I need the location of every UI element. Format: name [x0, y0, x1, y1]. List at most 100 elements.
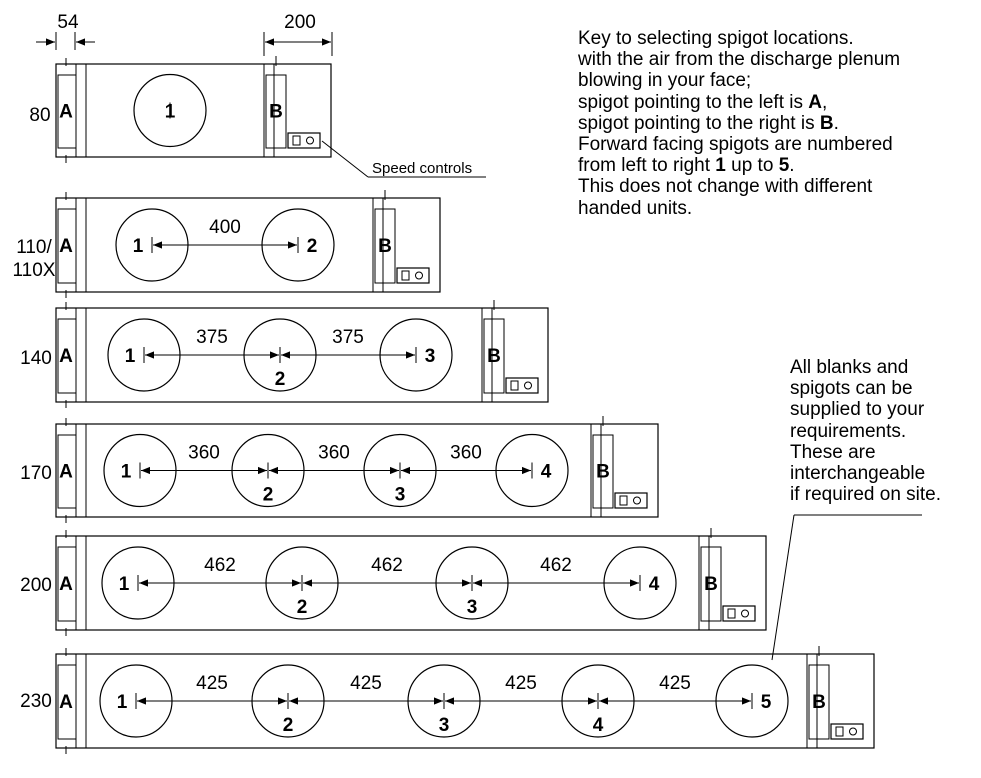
right-spigot-label: B — [269, 102, 283, 123]
spigot-number: 3 — [439, 715, 450, 736]
speed-control-box — [614, 492, 648, 509]
key-line: blowing in your face; — [578, 70, 958, 91]
right-spigot-blank — [700, 546, 722, 622]
key-line-segment: , — [822, 91, 828, 113]
left-spigot-label: A — [59, 462, 73, 483]
left-spigot-blank — [57, 434, 77, 509]
speed-control-box — [287, 132, 321, 149]
key-line: Key to selecting spigot locations. — [578, 28, 958, 49]
left-spigot-label: A — [59, 574, 73, 595]
key-line-segment: blowing in your face; — [578, 70, 752, 92]
key-line: This does not change with different — [578, 176, 958, 197]
spigot-number: 4 — [541, 462, 552, 483]
key-line: spigot pointing to the left is A, — [578, 92, 958, 113]
spigot-number: 1 — [165, 102, 176, 123]
speed-controls-label: Speed controls — [372, 160, 472, 177]
key-line-segment: spigot pointing to the right is — [578, 112, 820, 134]
spacing-label: 462 — [204, 555, 236, 576]
spigot-number: 3 — [467, 597, 478, 618]
speed-control-box — [722, 605, 756, 622]
spigot-number: 1 — [125, 346, 136, 367]
unit-outline — [55, 653, 875, 749]
left-spigot-label: A — [59, 236, 73, 257]
speed-control-switch — [292, 135, 301, 146]
unit-size-label: 110X — [13, 260, 56, 281]
left-spigot-blank — [57, 318, 77, 394]
side-width-dimension: 200 — [263, 12, 333, 56]
spacing-label: 462 — [371, 555, 403, 576]
spacing-label: 360 — [188, 443, 220, 464]
left-spigot-blank — [57, 664, 77, 740]
end-width-dimension: 54 — [36, 12, 95, 50]
spigot-number: 1 — [121, 462, 132, 483]
right-spigot-blank — [374, 208, 396, 284]
unit-size-label: 110/ — [16, 237, 52, 258]
end-width-label: 54 — [57, 12, 79, 33]
key-line-segment: A — [808, 91, 822, 113]
key-line-segment: B — [819, 112, 834, 134]
speed-control-knob — [524, 381, 532, 390]
unit-size-label: 230 — [20, 691, 52, 712]
speed-control-switch — [727, 608, 736, 619]
right-spigot-blank — [483, 318, 505, 394]
unit-size-label: 200 — [20, 575, 52, 596]
right-spigot-label: B — [487, 346, 501, 367]
key-line-segment: This does not change with different — [578, 176, 873, 198]
spigot-number: 2 — [297, 597, 308, 618]
speed-control-box — [505, 377, 539, 394]
speed-control-switch — [835, 726, 844, 737]
right-spigot-blank — [808, 664, 830, 740]
unit-outline — [55, 63, 332, 158]
key-line-segment: Key to selecting spigot locations. — [578, 28, 854, 49]
speed-control-switch — [510, 380, 519, 391]
key-line-segment: handed units. — [578, 197, 693, 219]
key-line: spigot pointing to the right is B. — [578, 113, 958, 134]
key-line: handed units. — [578, 198, 958, 219]
spacing-label: 425 — [196, 673, 228, 694]
key-line: Forward facing spigots are numbered — [578, 134, 958, 155]
side-width-label: 200 — [284, 12, 316, 33]
spigot-number: 3 — [395, 485, 406, 506]
key-line-segment: 5 — [778, 155, 790, 177]
spigot-number: 1 — [119, 574, 130, 595]
spigot-number: 2 — [263, 485, 274, 506]
spigot-number: 4 — [649, 574, 660, 595]
note-line: All blanks and — [790, 357, 909, 378]
spigot-number: 2 — [275, 369, 286, 390]
key-line-segment: . — [833, 112, 839, 134]
right-spigot-label: B — [378, 236, 392, 257]
right-spigot-blank — [265, 74, 287, 149]
unit-outline — [55, 423, 659, 518]
spacing-label: 400 — [209, 217, 241, 238]
note-line: These are — [790, 441, 876, 463]
speed-control-knob — [415, 271, 423, 280]
speed-control-box — [830, 723, 864, 740]
note-leader — [771, 514, 922, 661]
left-spigot-blank — [57, 546, 77, 622]
key-line-segment: with the air from the discharge plenum — [578, 49, 901, 71]
speed-control-knob — [741, 609, 749, 618]
key-line-segment: from left to right — [578, 155, 716, 177]
spacing-label: 375 — [332, 327, 364, 348]
right-spigot-blank — [592, 434, 614, 509]
speed-controls-callout: Speed controls — [321, 140, 486, 178]
unit-size-label: 170 — [20, 463, 52, 484]
left-spigot-blank — [57, 208, 77, 284]
spigot-number: 5 — [761, 692, 772, 713]
unit-outline — [55, 307, 549, 403]
key-line: with the air from the discharge plenum — [578, 49, 958, 70]
spacing-label: 462 — [540, 555, 572, 576]
spacing-label: 425 — [659, 673, 691, 694]
spigot-number: 2 — [307, 236, 318, 257]
spigot-number: 1 — [133, 236, 144, 257]
unit-outline — [55, 535, 767, 631]
spigot-circle — [133, 73, 207, 148]
speed-control-knob — [849, 727, 857, 736]
left-spigot-label: A — [59, 346, 73, 367]
